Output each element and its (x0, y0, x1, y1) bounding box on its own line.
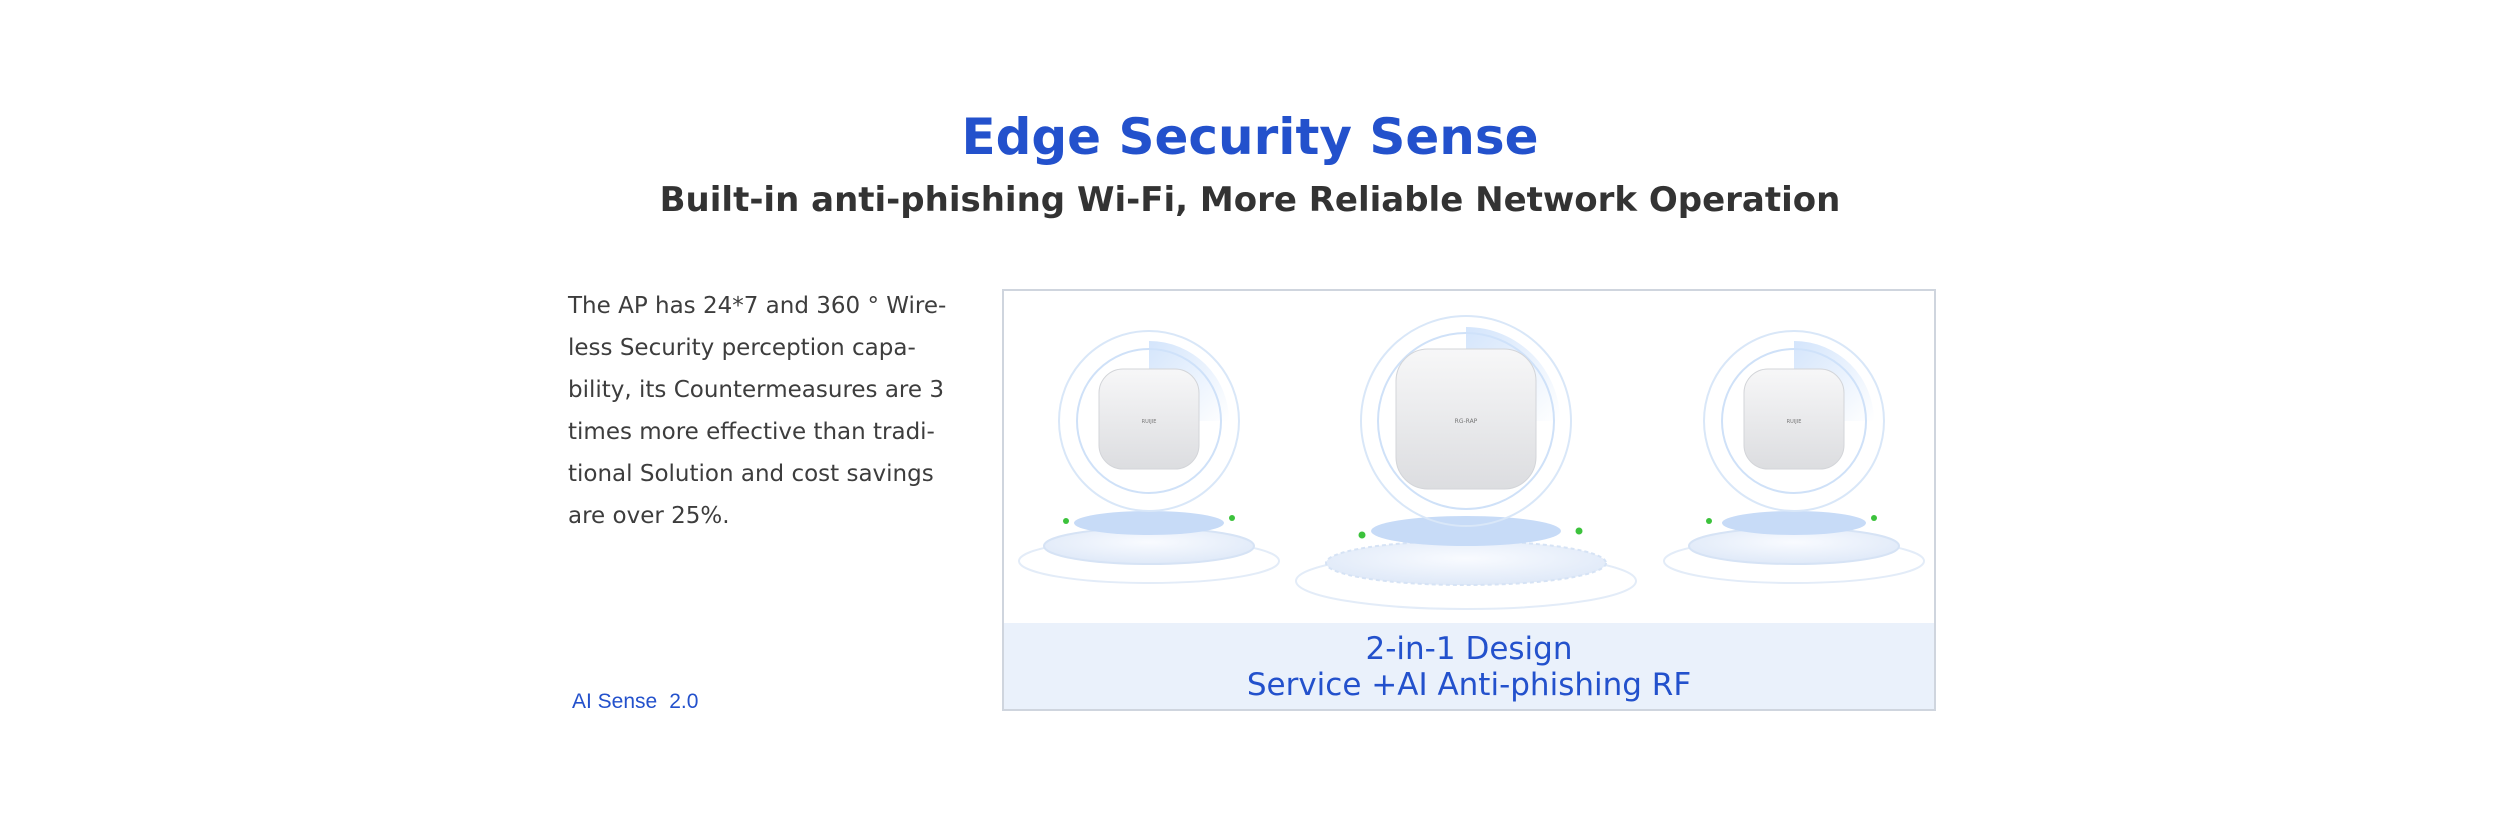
access-point-center (1295, 315, 1637, 610)
caption-line-1: 2-in-1 Design (1365, 631, 1573, 667)
ai-sense-label: AI Sense (572, 690, 658, 713)
page-subtitle: Built-in anti-phishing Wi-Fi, More Relia… (659, 180, 1841, 220)
ai-sense-badge: AI Sense 2.0 (572, 690, 698, 714)
ai-sense-version: 2.0 (669, 690, 699, 713)
page-title: Edge Security Sense (961, 108, 1539, 166)
access-point-right (1663, 330, 1925, 584)
panel-caption: 2-in-1 Design Service +AI Anti-phishing … (1004, 623, 1934, 709)
access-point-left (1018, 330, 1280, 584)
product-image-panel: RUIJIE RG-RAP RUIJIE 2-in-1 Design Servi… (1002, 289, 1936, 711)
feature-description: The AP has 24*7 and 360 ° Wire-less Secu… (568, 293, 947, 529)
device-model-center: RG-RAP (1455, 418, 1478, 425)
device-brand-left: RUIJIE (1142, 419, 1157, 425)
caption-line-2: Service +AI Anti-phishing RF (1246, 667, 1692, 703)
device-brand-right: RUIJIE (1787, 419, 1802, 425)
access-points-illustration: RUIJIE RG-RAP RUIJIE (1018, 315, 1925, 610)
